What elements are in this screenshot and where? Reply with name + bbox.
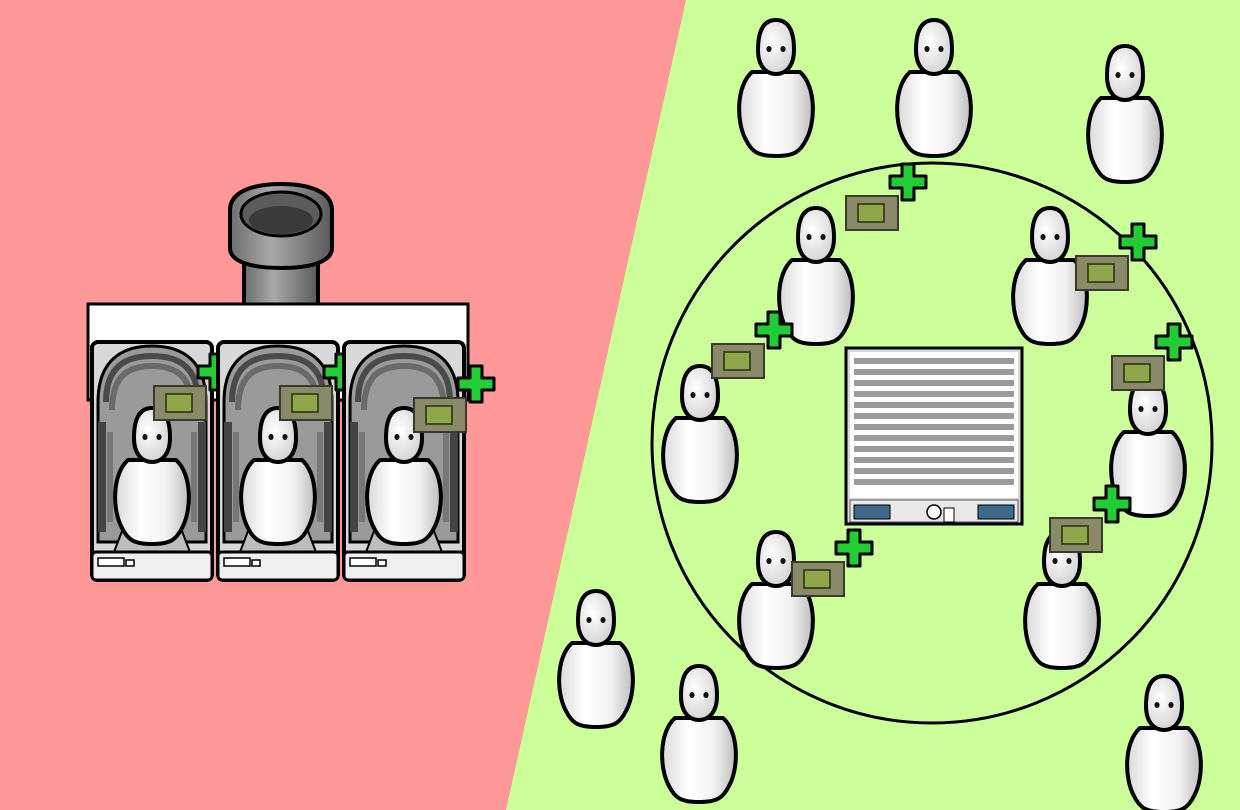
exhaust-pipe-icon — [228, 181, 334, 308]
pod-2[interactable] — [218, 342, 362, 580]
pod-1[interactable] — [92, 342, 236, 580]
pod-bank[interactable] — [86, 181, 496, 580]
effect-range-circle — [650, 161, 1214, 725]
server-rack-icon[interactable] — [844, 346, 1024, 526]
